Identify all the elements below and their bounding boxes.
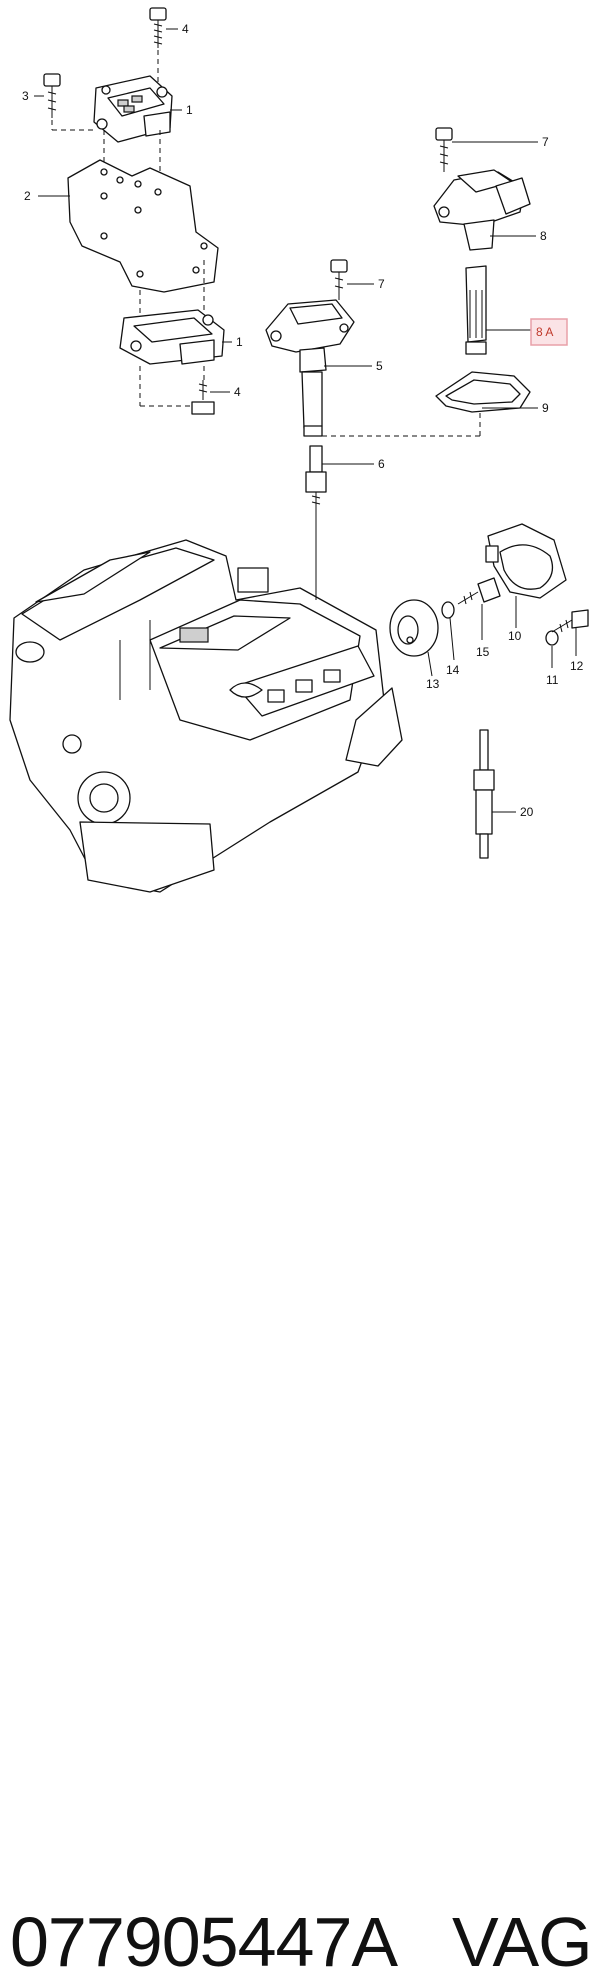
highlight-box-8a (530, 318, 568, 346)
callout-1-top: 1 (186, 103, 193, 117)
bolt-12 (551, 609, 589, 633)
callout-8: 8 (540, 229, 547, 243)
callout-4-bottom: 4 (234, 385, 241, 399)
control-unit-upper (93, 75, 173, 143)
callout-2: 2 (24, 189, 31, 203)
part-number: 077905447A (10, 1903, 398, 1981)
callout-7-lower: 7 (378, 277, 385, 291)
ignition-coil-extended-assembly: 7 8 8 A 9 (433, 127, 568, 415)
callout-1-bottom: 1 (236, 335, 243, 349)
callout-7-upper: 7 (542, 135, 549, 149)
callout-10: 10 (508, 629, 522, 643)
gasket-9 (435, 371, 531, 413)
control-module-assembly: 4 3 1 (22, 7, 243, 415)
ignition-coil-5 (265, 299, 355, 437)
callout-5: 5 (376, 359, 383, 373)
callout-20: 20 (520, 805, 534, 819)
callout-15: 15 (476, 645, 490, 659)
bolt-7-lower (330, 259, 348, 300)
callout-6: 6 (378, 457, 385, 471)
callout-13: 13 (426, 677, 440, 691)
bolt-4-top (149, 7, 167, 48)
glow-plug-20 (473, 729, 495, 859)
washer-11 (545, 630, 559, 646)
damper-13 (389, 599, 439, 657)
control-unit-lower (119, 309, 225, 365)
callout-3: 3 (22, 89, 29, 103)
extension-8a (465, 265, 487, 355)
callout-11: 11 (546, 673, 559, 687)
callout-4-top: 4 (182, 22, 189, 36)
ignition-parts-diagram: 4 3 1 (9, 7, 589, 893)
washer-14 (441, 601, 455, 619)
callout-12: 12 (570, 659, 584, 673)
brand-name: VAG (452, 1903, 593, 1981)
callout-8a: 8 A (536, 325, 553, 339)
bolt-15 (457, 577, 501, 605)
bolt-4-bottom (191, 380, 215, 415)
footer: 077905447A VAG (0, 950, 600, 1981)
ignition-coil-upper (433, 169, 531, 251)
v6-engine (9, 510, 403, 893)
spark-plug-6 (305, 445, 327, 510)
bolt-3 (43, 73, 61, 118)
bolt-7-upper (435, 127, 453, 172)
sensor-bracket-10 (485, 523, 567, 599)
ignition-coil-standard-assembly: 7 5 6 (265, 259, 481, 510)
mounting-bracket-2 (67, 159, 219, 293)
callout-9: 9 (542, 401, 549, 415)
callout-14: 14 (446, 663, 460, 677)
